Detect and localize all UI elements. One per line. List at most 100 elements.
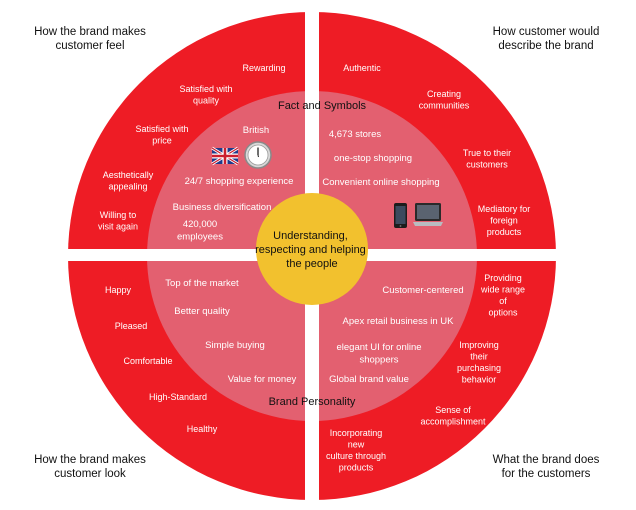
inner-ring-label-bottom-right: elegant UI for online shoppers <box>336 342 421 366</box>
outer-ring-label-bottom-left: Comfortable <box>123 356 172 366</box>
inner-ring-label-top-right: Convenient online shopping <box>322 177 439 188</box>
inner-title-top: Fact and Symbols <box>278 100 367 112</box>
outer-ring-label-bottom-left: Happy <box>105 285 132 295</box>
label-line: Global brand value <box>329 374 409 385</box>
center-text-line: Understanding, <box>273 230 348 242</box>
label-line: their <box>470 352 488 362</box>
label-line: employees <box>177 232 223 243</box>
corner-label-bottom-right: What the brand does for the customers <box>492 454 600 480</box>
label-line: Convenient online shopping <box>322 177 439 188</box>
label-line: Sense of <box>435 405 471 415</box>
label-line: options <box>488 308 518 318</box>
label-line: Healthy <box>187 424 218 434</box>
label-line: Customer-centered <box>382 285 463 296</box>
label-line: appealing <box>108 182 147 192</box>
outer-ring-label-bottom-right: Sense of accomplishment <box>420 405 486 427</box>
outer-ring-label-top-left: Satisfied with quality <box>179 84 232 106</box>
inner-ring-label-bottom-left: Simple buying <box>205 340 265 351</box>
label-line: foreign <box>490 216 518 226</box>
label-line: Providing <box>484 273 522 283</box>
label-line: 420,000 <box>183 219 217 230</box>
label-line: Authentic <box>343 63 381 73</box>
label-line: 24/7 shopping experience <box>185 176 294 187</box>
label-line: price <box>152 136 172 146</box>
inner-ring-label-top-left: British <box>243 125 269 136</box>
label-line: behavior <box>462 375 497 385</box>
label-line: Simple buying <box>205 340 265 351</box>
label-line: True to their <box>463 148 511 158</box>
label-line: Creating <box>427 89 461 99</box>
inner-ring-label-bottom-left: Top of the market <box>165 278 239 289</box>
label-line: shoppers <box>359 355 398 366</box>
corner-label-top-right: How customer would describe the brand <box>492 26 600 52</box>
label-line: Satisfied with <box>135 124 188 134</box>
label-line: one-stop shopping <box>334 153 412 164</box>
label-line: products <box>339 463 374 473</box>
outer-ring-label-top-right: Authentic <box>343 63 381 73</box>
label-line: Aesthetically <box>103 170 154 180</box>
inner-ring-label-top-right: one-stop shopping <box>334 153 412 164</box>
outer-ring-label-top-left: Rewarding <box>242 63 285 73</box>
label-line: culture through <box>326 451 386 461</box>
label-line: Mediatory for <box>478 204 531 214</box>
inner-ring-label-bottom-left: Better quality <box>174 306 230 317</box>
label-line: Comfortable <box>123 356 172 366</box>
label-line: British <box>243 125 269 136</box>
label-line: Incorporating <box>330 428 383 438</box>
label-line: High-Standard <box>149 392 207 402</box>
label-line: new <box>348 440 365 450</box>
label-line: elegant UI for online <box>336 342 421 353</box>
outer-ring-label-bottom-left: Healthy <box>187 424 218 434</box>
center-circle <box>256 193 368 305</box>
inner-title-bottom: Brand Personality <box>269 396 356 408</box>
label-line: Value for money <box>228 374 297 385</box>
label-line: Pleased <box>115 321 148 331</box>
label-line: communities <box>419 101 470 111</box>
center-text-line: the people <box>286 258 337 270</box>
label-line: 4,673 stores <box>329 129 382 140</box>
label-line: Apex retail business in UK <box>343 316 455 327</box>
outer-ring-label-top-right: Creating communities <box>419 89 470 111</box>
outer-ring-label-top-left: Willing to visit again <box>98 210 138 232</box>
label-line: Improving <box>459 340 499 350</box>
outer-ring-label-top-right: True to their customers <box>463 148 511 170</box>
label-line: of <box>499 296 507 306</box>
label-line: Better quality <box>174 306 230 317</box>
inner-ring-label-bottom-left: Value for money <box>228 374 297 385</box>
clock-icon <box>244 141 272 169</box>
center-text: Understanding, respecting and helping th… <box>255 230 369 270</box>
label-line: Satisfied with <box>179 84 232 94</box>
label-line: purchasing <box>457 363 501 373</box>
inner-ring-label-top-left: 24/7 shopping experience <box>185 176 294 187</box>
label-line: Willing to <box>100 210 137 220</box>
inner-ring-label-top-right: 4,673 stores <box>329 129 382 140</box>
corner-label-top-left: How the brand makes customer feel <box>34 26 146 52</box>
label-line: customers <box>466 160 508 170</box>
label-line: quality <box>193 96 220 106</box>
label-line: Happy <box>105 285 132 295</box>
label-line: Top of the market <box>165 278 239 289</box>
laptop-icon <box>413 203 443 226</box>
inner-ring-label-top-left: Business diversification <box>173 202 272 213</box>
label-line: accomplishment <box>420 417 486 427</box>
label-line: Business diversification <box>173 202 272 213</box>
center-text-line: respecting and helping <box>255 244 366 256</box>
inner-ring-label-bottom-right: Global brand value <box>329 374 409 385</box>
inner-ring-label-top-left: 420,000 employees <box>177 219 223 243</box>
outer-ring-label-bottom-left: Pleased <box>115 321 148 331</box>
outer-ring-label-top-left: Satisfied with price <box>135 124 188 146</box>
outer-ring-label-top-left: Aesthetically appealing <box>103 170 154 192</box>
label-line: Rewarding <box>242 63 285 73</box>
label-line: wide range <box>480 285 525 295</box>
label-line: visit again <box>98 222 138 232</box>
corner-label-bottom-left: How the brand makes customer look <box>34 454 146 480</box>
label-line: products <box>487 227 522 237</box>
inner-ring-label-bottom-right: Apex retail business in UK <box>343 316 455 327</box>
